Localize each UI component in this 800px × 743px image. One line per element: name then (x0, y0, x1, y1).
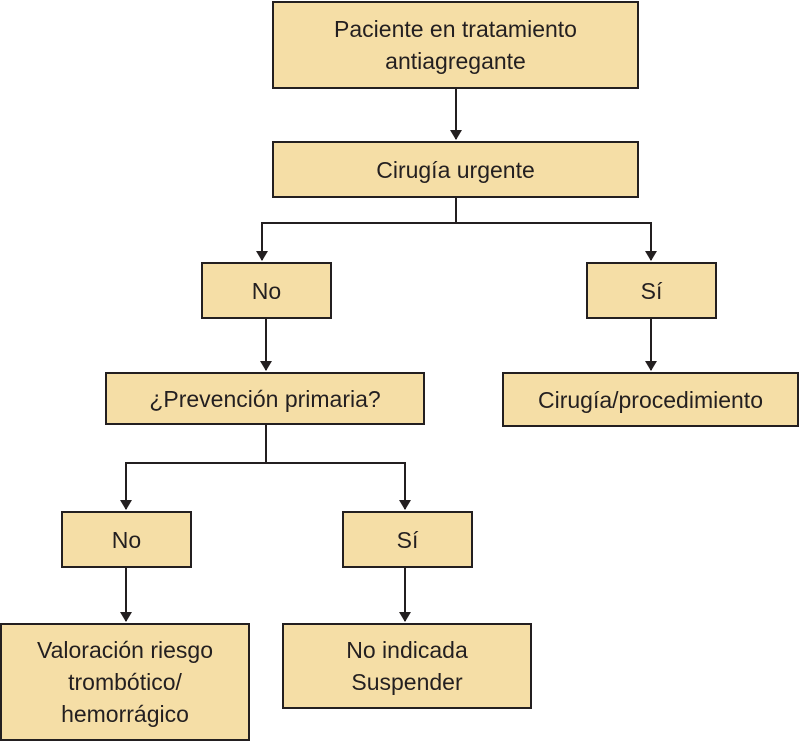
primary-prevention-node: ¿Prevención primaria? (105, 372, 425, 425)
branch-urgent-split (256, 198, 457, 261)
not-indicated-node: No indicada Suspender (282, 623, 532, 709)
urgent-no-node: No (201, 262, 332, 319)
prevention-no-node: No (61, 511, 192, 568)
branch-prevention-yes (266, 462, 411, 510)
branch-urgent-yes (456, 222, 657, 261)
urgent-yes-node: Sí (586, 262, 717, 319)
urgent-surgery-node: Cirugía urgente (272, 141, 639, 198)
branch-prevention-split (120, 425, 267, 510)
risk-assessment-node: Valoración riesgo trombótico/ hemorrágic… (0, 623, 250, 741)
start-node: Paciente en tratamiento antiagregante (272, 1, 639, 89)
procedure-node: Cirugía/procedimiento (502, 372, 799, 427)
prevention-yes-node: Sí (342, 511, 473, 568)
